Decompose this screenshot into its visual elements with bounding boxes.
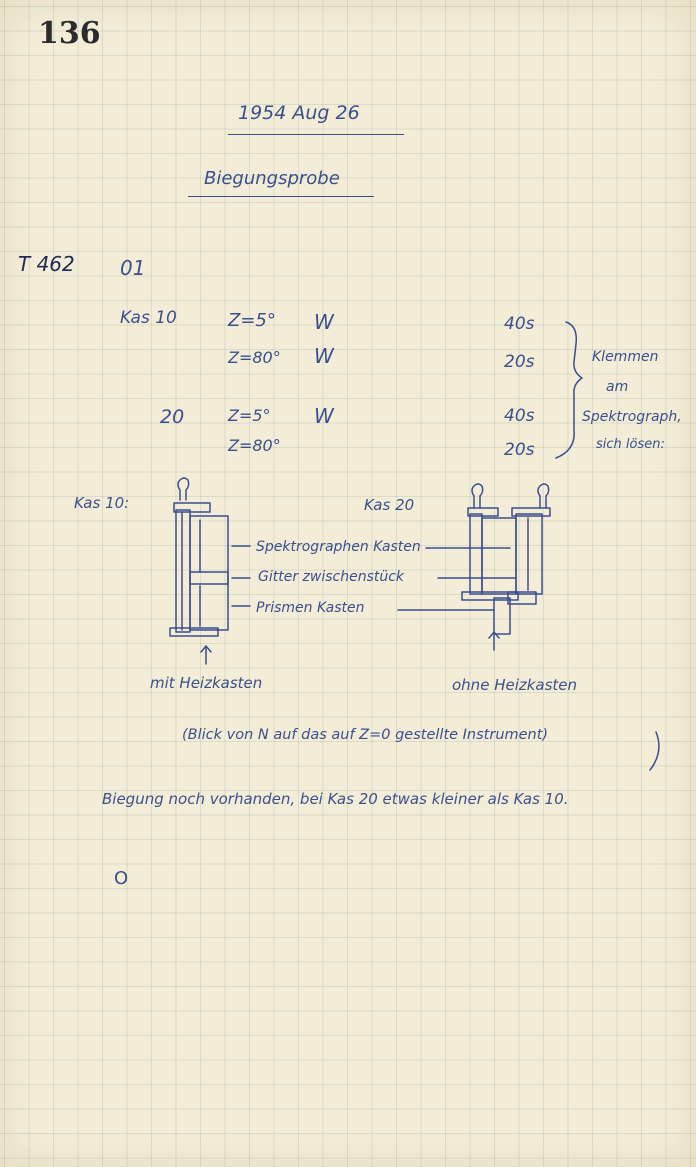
right-knob	[537, 483, 550, 509]
left-arrow	[200, 645, 212, 665]
kas20-label: 20	[160, 406, 185, 428]
page-number: 136	[38, 16, 101, 51]
part-label: Prismen Kasten	[256, 600, 365, 616]
brace-note-line: Spektrograph,	[582, 409, 682, 425]
left-gitter-band	[189, 571, 229, 585]
left-base	[169, 627, 219, 637]
row-z: Z=5°	[228, 406, 271, 425]
brace-note-line: Klemmen	[592, 349, 659, 365]
curly-brace	[555, 321, 583, 459]
kas10-label: Kas 10	[120, 308, 177, 328]
row-z: Z=80°	[228, 348, 281, 367]
row-dir: W	[314, 344, 334, 368]
row-time: 40s	[504, 406, 535, 426]
left-inner-box	[189, 515, 229, 631]
entry-date: 1954 Aug 26	[238, 102, 360, 124]
footer-mark: O	[114, 868, 129, 889]
sketch-right-label: Kas 20	[364, 496, 415, 514]
right-prism-stem	[493, 597, 511, 635]
brace-note-line: am	[606, 379, 629, 395]
left-knob	[177, 477, 190, 501]
part-label: Spektrographen Kasten	[256, 539, 421, 555]
right-knob	[471, 483, 484, 509]
right-housing	[481, 517, 517, 595]
entry-subject: Biegungsprobe	[204, 168, 340, 189]
right-arrow	[488, 631, 500, 651]
date-underline	[228, 134, 404, 135]
sketch-left-label: Kas 10:	[74, 494, 130, 512]
plate-number: T 462	[18, 252, 75, 276]
row-time: 20s	[504, 352, 535, 372]
part-label: Gitter zwischenstück	[258, 569, 405, 585]
right-left-column	[469, 513, 483, 595]
brace-note-line: sich lösen:	[596, 437, 665, 452]
conclusion-text: Biegung noch vorhanden, bei Kas 20 etwas…	[102, 790, 569, 808]
view-note: (Blick von N auf das auf Z=0 gestellte I…	[182, 727, 549, 743]
row-time: 40s	[504, 314, 535, 334]
subject-underline	[188, 196, 374, 197]
left-caption: mit Heizkasten	[150, 674, 263, 692]
row-dir: W	[314, 310, 334, 334]
row-time: 20s	[504, 440, 535, 460]
left-top-cap	[173, 502, 211, 513]
right-caption: ohne Heizkasten	[452, 676, 578, 694]
row-z: Z=5°	[228, 310, 276, 331]
entry-id: 01	[120, 256, 146, 280]
right-right-column	[515, 513, 543, 595]
right-base	[461, 591, 519, 601]
row-z: Z=80°	[228, 436, 281, 455]
left-outer-column	[175, 509, 191, 633]
row-dir: W	[314, 404, 334, 428]
